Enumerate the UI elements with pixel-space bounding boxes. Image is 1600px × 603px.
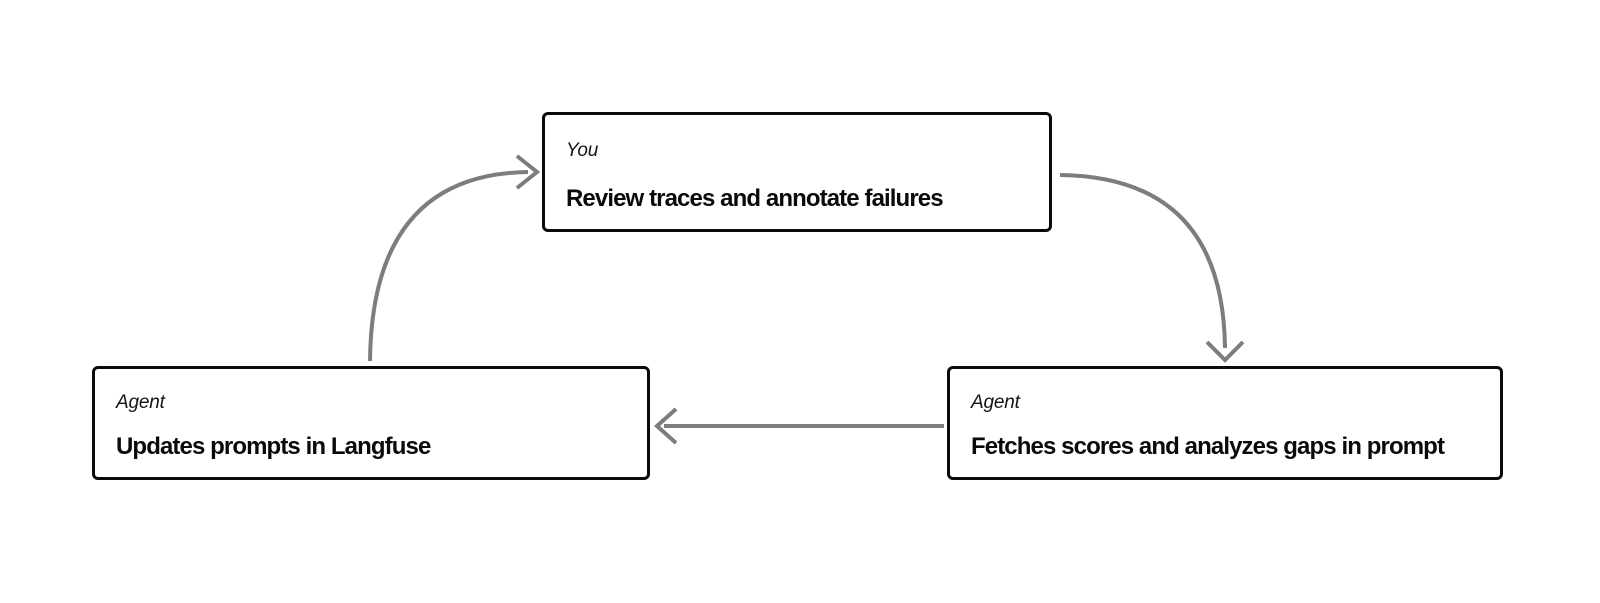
arrow-updates-to-review [368, 154, 541, 362]
node-actor-label: You [566, 140, 599, 161]
node-action-text: Fetches scores and analyzes gaps in prom… [971, 433, 1445, 460]
node-actor-label: Agent [116, 392, 165, 413]
node-fetches-scores: Agent Fetches scores and analyzes gaps i… [947, 366, 1503, 480]
node-actor-label: Agent [971, 392, 1020, 413]
arrow-fetches-to-updates [654, 407, 944, 445]
node-review-traces: You Review traces and annotate failures [542, 112, 1052, 232]
node-action-text: Review traces and annotate failures [566, 185, 944, 212]
node-updates-prompts: Agent Updates prompts in Langfuse [92, 366, 650, 480]
node-action-text: Updates prompts in Langfuse [116, 433, 431, 460]
arrow-review-to-fetches [1059, 173, 1245, 363]
